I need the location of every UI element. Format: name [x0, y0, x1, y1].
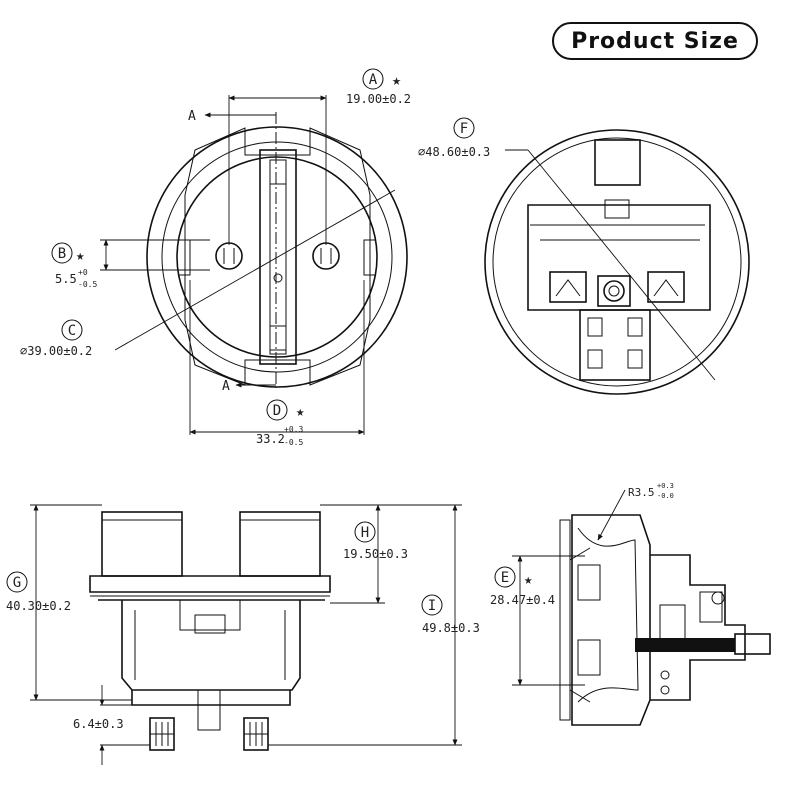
svg-text:★: ★: [296, 404, 305, 420]
svg-text:R3.5: R3.5: [628, 486, 655, 499]
dim-I-label: I 49.8±0.3: [421, 594, 480, 635]
svg-text:-0.5: -0.5: [284, 438, 303, 447]
svg-text:-0.5: -0.5: [78, 280, 97, 289]
svg-text:F: F: [460, 121, 468, 137]
dim-bottom-gap-label: 6.4±0.3: [73, 717, 124, 731]
svg-text:C: C: [68, 323, 76, 339]
svg-text:★: ★: [392, 71, 401, 89]
dim-E-label: E ★ 28.47±0.4: [490, 566, 555, 607]
svg-text:+0.3: +0.3: [284, 425, 303, 434]
dim-C-label: C ⌀39.00±0.2: [20, 319, 92, 358]
dim-D-label: D ★ 33.2 +0.3 -0.5: [256, 399, 305, 447]
terminal-right: [647, 271, 685, 303]
svg-text:19.50±0.3: 19.50±0.3: [343, 547, 408, 561]
dim-A-label: A ★ 19.00±0.2: [346, 68, 411, 106]
svg-text:D: D: [273, 403, 281, 419]
svg-text:+0: +0: [78, 268, 88, 277]
pin-hole-left: [215, 242, 243, 270]
svg-text:E: E: [501, 570, 509, 586]
svg-text:B: B: [58, 246, 66, 262]
svg-text:★: ★: [76, 248, 85, 264]
socket-front-view: [100, 95, 408, 435]
svg-text:-0.0: -0.0: [657, 492, 674, 500]
svg-text:G: G: [13, 575, 21, 591]
section-label-top: A: [188, 109, 196, 124]
socket-side-view: [30, 504, 462, 765]
svg-text:49.8±0.3: 49.8±0.3: [422, 621, 480, 635]
dim-B-label: B ★ 5.5 +0 -0.5: [51, 242, 97, 289]
svg-text:H: H: [361, 525, 369, 541]
svg-text:40.30±0.2: 40.30±0.2: [6, 599, 71, 613]
dim-G-label: G 40.30±0.2: [6, 571, 71, 613]
pin-hole-right: [312, 242, 340, 270]
socket-rear-view: [484, 129, 750, 395]
dim-H-label: H 19.50±0.3: [343, 521, 408, 561]
svg-text:33.2: 33.2: [256, 432, 285, 446]
svg-text:+0.3: +0.3: [657, 482, 674, 490]
center-screw: [597, 275, 631, 307]
section-label-bottom: A: [222, 379, 230, 394]
svg-text:⌀39.00±0.2: ⌀39.00±0.2: [20, 344, 92, 358]
svg-text:19.00±0.2: 19.00±0.2: [346, 92, 411, 106]
svg-text:A: A: [369, 72, 378, 88]
product-size-badge: Product Size: [552, 22, 758, 60]
dim-F-label: F ⌀48.60±0.3: [418, 117, 490, 159]
svg-text:28.47±0.4: 28.47±0.4: [490, 593, 555, 607]
dim-R-label: R3.5 +0.3 -0.0: [628, 482, 674, 500]
svg-text:★: ★: [524, 572, 533, 588]
svg-text:⌀48.60±0.3: ⌀48.60±0.3: [418, 145, 490, 159]
svg-text:5.5: 5.5: [55, 272, 77, 286]
socket-section-view: [512, 489, 771, 726]
terminal-left: [549, 271, 587, 303]
svg-text:I: I: [428, 598, 436, 614]
